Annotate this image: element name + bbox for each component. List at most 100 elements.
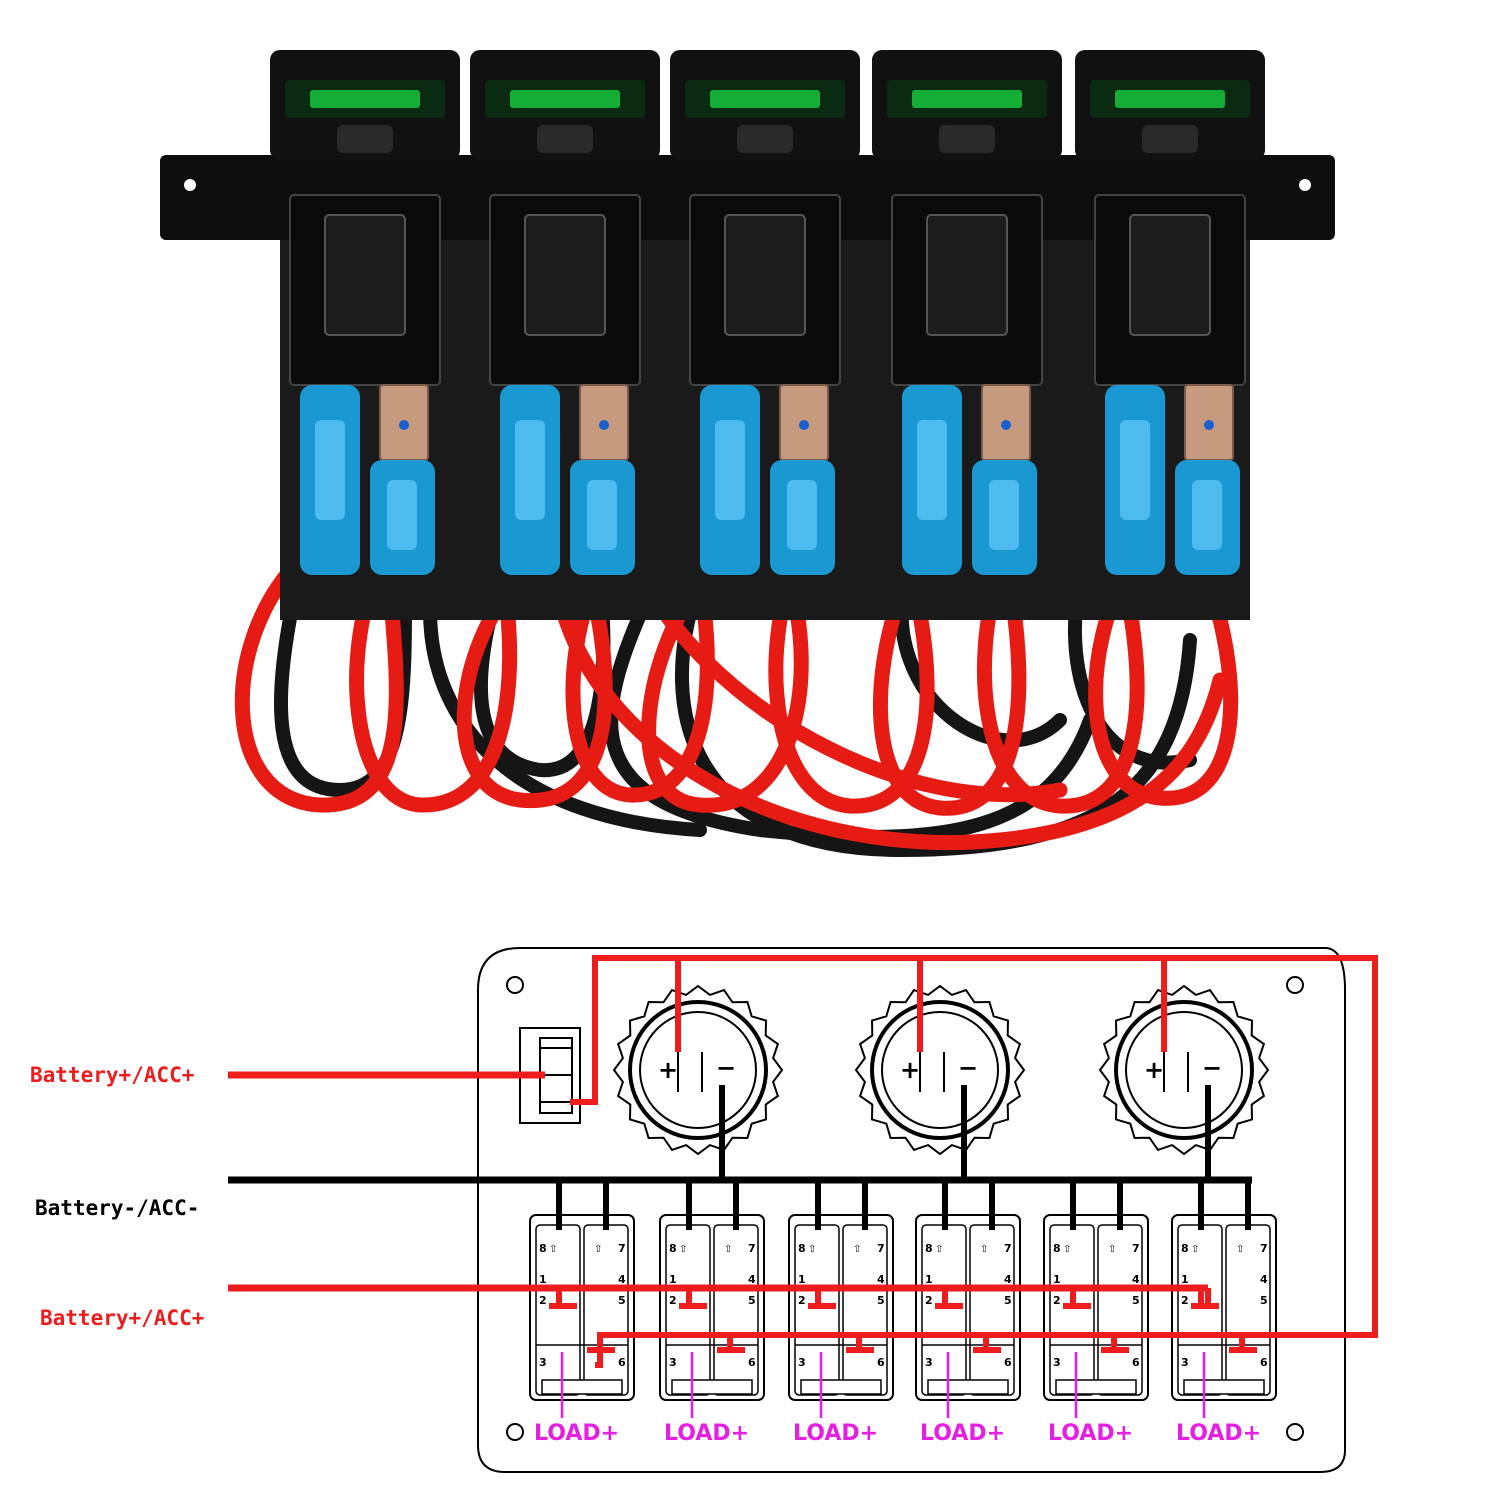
- panel-mount-hole: [1286, 976, 1304, 994]
- gauge-plus-sign: +: [900, 1056, 920, 1084]
- gauge-plus-sign: +: [658, 1056, 678, 1084]
- pin-number: 2: [925, 1294, 933, 1307]
- pin-number: 2: [539, 1294, 547, 1307]
- connector-highlight: [515, 420, 545, 520]
- pin-number: 7: [1004, 1242, 1012, 1255]
- terminal-hole: [399, 420, 409, 430]
- connector-highlight: [587, 480, 617, 550]
- led-indicator: [1115, 90, 1225, 108]
- pin-number: 8: [925, 1242, 933, 1255]
- pin-number: 6: [1004, 1356, 1012, 1369]
- connector-highlight: [715, 420, 745, 520]
- pin-number: 4: [1132, 1273, 1140, 1286]
- gauge-supply-loop-wire: [570, 955, 1378, 1368]
- pin-number: 3: [669, 1356, 677, 1369]
- arrow-symbol: ⇧: [594, 1244, 602, 1255]
- pin-number: 1: [798, 1273, 806, 1286]
- gauge: +−: [612, 984, 784, 1156]
- pin-number: 6: [618, 1356, 626, 1369]
- switch-base: [800, 1379, 882, 1395]
- red-wire: [234, 552, 404, 813]
- panel-mount-hole: [1286, 1423, 1304, 1441]
- pin-number: 7: [877, 1242, 885, 1255]
- gauge: +−: [1098, 984, 1270, 1156]
- battery-positive-label-top: Battery+/ACC+: [30, 1063, 194, 1087]
- pin6-contact: [587, 1347, 615, 1353]
- arrow-symbol: ⇧: [1063, 1244, 1071, 1255]
- arrow-symbol: ⇧: [679, 1244, 687, 1255]
- wiring-diagram: +−+−+−81237456⇧⇧81237456⇧⇧81237456⇧⇧8123…: [30, 947, 1378, 1473]
- red-wire: [632, 562, 1068, 802]
- pin-number: 2: [669, 1294, 677, 1307]
- pin-number: 7: [748, 1242, 756, 1255]
- load-label: LOAD+: [793, 1421, 878, 1446]
- gauge-minus-sign: −: [958, 1054, 978, 1082]
- positive-wiring: [228, 955, 1378, 1368]
- pin-number: 6: [1260, 1356, 1268, 1369]
- red-wire: [552, 592, 1228, 851]
- red-wire: [1088, 557, 1239, 806]
- load-outputs: LOAD+LOAD+LOAD+LOAD+LOAD+LOAD+: [534, 1352, 1261, 1446]
- terminal-hole: [799, 420, 809, 430]
- black-wire: [273, 553, 413, 798]
- switch-clip: [524, 214, 606, 336]
- pin-number: 5: [877, 1294, 885, 1307]
- pin-number: 5: [1260, 1294, 1268, 1307]
- pin-number: 2: [1181, 1294, 1189, 1307]
- pin-number: 2: [798, 1294, 806, 1307]
- rocker-switch: [670, 50, 860, 575]
- arrow-symbol: ⇧: [1236, 1244, 1244, 1255]
- arrow-symbol: ⇧: [1191, 1244, 1199, 1255]
- pin2-contact: [1191, 1303, 1219, 1309]
- arrow-symbol: ⇧: [808, 1244, 816, 1255]
- pin-number: 3: [798, 1356, 806, 1369]
- connector-highlight: [387, 480, 417, 550]
- connector-highlight: [1120, 420, 1150, 520]
- pin2-contact: [679, 1303, 707, 1309]
- pin-number: 6: [1132, 1356, 1140, 1369]
- pin2-contact: [549, 1303, 577, 1309]
- switch-pivot: [737, 125, 793, 153]
- load-label: LOAD+: [1176, 1421, 1261, 1446]
- wire-harness: [234, 552, 1239, 858]
- switch-clip: [1129, 214, 1211, 336]
- battery-positive-label-bottom: Battery+/ACC+: [40, 1306, 204, 1330]
- arrow-symbol: ⇧: [724, 1244, 732, 1255]
- pin-number: 5: [1004, 1294, 1012, 1307]
- pin-number: 5: [618, 1294, 626, 1307]
- pin-number: 1: [1053, 1273, 1061, 1286]
- connector-highlight: [1192, 480, 1222, 550]
- arrow-symbol: ⇧: [935, 1244, 943, 1255]
- arrow-symbol: ⇧: [853, 1244, 861, 1255]
- mounting-hole: [1299, 179, 1311, 191]
- switch-clip: [324, 214, 406, 336]
- connector-highlight: [787, 480, 817, 550]
- led-indicator: [510, 90, 620, 108]
- switch-base: [541, 1379, 623, 1395]
- pin2-contact: [935, 1303, 963, 1309]
- rocker-switch: [470, 50, 660, 575]
- switch-pivot: [1142, 125, 1198, 153]
- negative-wiring: [228, 1085, 1252, 1230]
- load-label: LOAD+: [920, 1421, 1005, 1446]
- pin6-contact: [717, 1347, 745, 1353]
- terminal-hole: [1001, 420, 1011, 430]
- connector-highlight: [917, 420, 947, 520]
- switch-clip: [724, 214, 806, 336]
- pin2-contact: [1063, 1303, 1091, 1309]
- load-label: LOAD+: [1048, 1421, 1133, 1446]
- red-wire: [768, 557, 935, 814]
- connector-highlight: [315, 420, 345, 520]
- pin6-contact: [1101, 1347, 1129, 1353]
- switch-pivot: [537, 125, 593, 153]
- gauge-plus-sign: +: [1144, 1056, 1164, 1084]
- led-indicator: [710, 90, 820, 108]
- terminal-hole: [599, 420, 609, 430]
- pin-number: 7: [1132, 1242, 1140, 1255]
